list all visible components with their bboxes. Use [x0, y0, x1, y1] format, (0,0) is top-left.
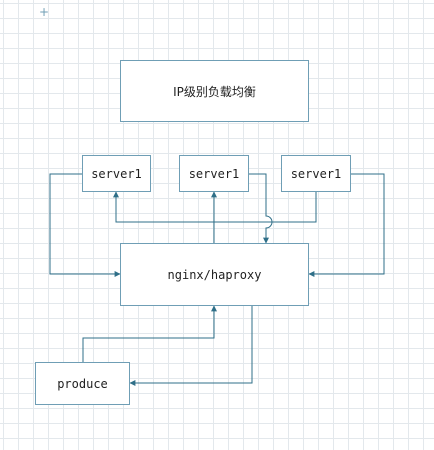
load-balancer-label: nginx/haproxy — [167, 267, 262, 282]
edge-producer-to-lb — [82, 305, 217, 362]
edge-server-b-to-lb — [249, 173, 273, 244]
server-node-c: server1 — [281, 155, 351, 192]
edge-lb-to-producer — [129, 306, 253, 386]
diagram-title-text: IP级别负载均衡 — [173, 84, 256, 99]
server-node-a: server1 — [82, 155, 151, 192]
server-node-b-label: server1 — [188, 166, 240, 181]
edge-server-c-to-lb — [308, 173, 385, 277]
producer-label: produce — [57, 376, 108, 391]
edge-lb-to-server-a — [113, 191, 317, 223]
server-node-c-label: server1 — [290, 166, 342, 181]
load-balancer-node: nginx/haproxy — [120, 243, 309, 306]
producer-node: produce — [35, 362, 130, 405]
server-node-b: server1 — [179, 155, 249, 192]
edge-server-a-to-lb — [49, 173, 121, 277]
crosshair-icon: + — [39, 5, 50, 19]
server-node-a-label: server1 — [91, 166, 142, 181]
diagram-title: IP级别负载均衡 — [120, 60, 309, 122]
